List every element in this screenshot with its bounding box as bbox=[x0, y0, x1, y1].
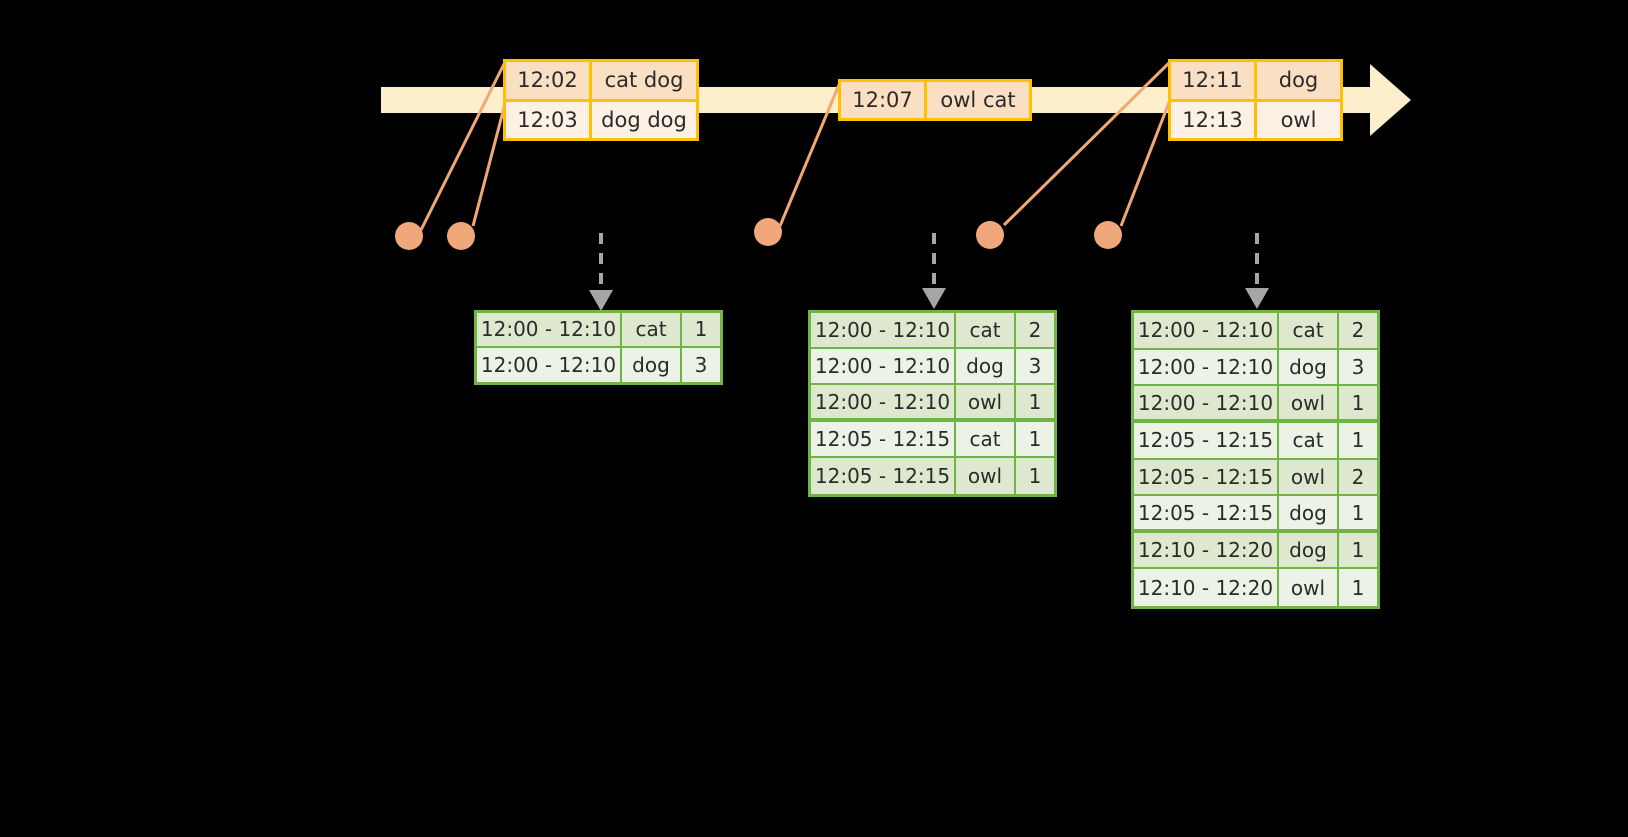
key-cell: dog bbox=[1279, 496, 1339, 529]
count-cell: 3 bbox=[1028, 354, 1042, 379]
connector-dots bbox=[395, 218, 1122, 250]
table-row[interactable]: 12:05 - 12:15 cat 1 bbox=[811, 421, 1054, 458]
event-time: 12:02 bbox=[506, 62, 592, 99]
emit-arrowheads bbox=[589, 288, 1269, 311]
event-row[interactable]: 12:13 owl bbox=[1171, 98, 1340, 138]
connector-dot bbox=[754, 218, 782, 246]
event-box-3[interactable]: 12:11 dog 12:13 owl bbox=[1168, 59, 1343, 141]
count-cell: 3 bbox=[694, 352, 708, 377]
table-row[interactable]: 12:00 - 12:10 owl 1 bbox=[811, 385, 1054, 422]
event-time: 12:03 bbox=[506, 101, 592, 138]
key-cell: owl bbox=[1279, 459, 1339, 495]
result-table-3[interactable]: 12:00 - 12:10 cat 2 12:00 - 12:10 dog 3 … bbox=[1131, 310, 1380, 609]
window-cell: 12:05 - 12:15 bbox=[1134, 422, 1279, 458]
key-cell: cat bbox=[1279, 422, 1339, 458]
event-words: owl bbox=[1280, 107, 1317, 132]
count-cell: 1 bbox=[694, 317, 708, 342]
key-cell: owl bbox=[1279, 569, 1339, 607]
event-words: owl cat bbox=[940, 88, 1016, 112]
table-row[interactable]: 12:00 - 12:10 owl 1 bbox=[1134, 386, 1377, 423]
count-cell: 1 bbox=[1028, 463, 1042, 488]
event-words: dog bbox=[1278, 68, 1319, 93]
table-row[interactable]: 12:10 - 12:20 dog 1 bbox=[1134, 532, 1377, 570]
table-row[interactable]: 12:00 - 12:10 dog 3 bbox=[477, 347, 720, 382]
window-cell: 12:05 - 12:15 bbox=[1134, 459, 1279, 495]
connector-dot bbox=[1094, 221, 1122, 249]
window-cell: 12:00 - 12:10 bbox=[1134, 386, 1279, 419]
event-box-2[interactable]: 12:07 owl cat bbox=[838, 79, 1032, 121]
connector-dot bbox=[395, 222, 423, 250]
table-row[interactable]: 12:00 - 12:10 cat 2 bbox=[811, 313, 1054, 350]
event-words: dog dog bbox=[601, 107, 687, 132]
key-cell: dog bbox=[1279, 349, 1339, 385]
window-cell: 12:00 - 12:10 bbox=[1134, 313, 1279, 348]
table-row[interactable]: 12:00 - 12:10 cat 1 bbox=[477, 313, 720, 348]
event-time: 12:11 bbox=[1171, 62, 1257, 99]
count-cell: 2 bbox=[1351, 318, 1365, 343]
table-row[interactable]: 12:05 - 12:15 owl 1 bbox=[811, 457, 1054, 494]
window-cell: 12:00 - 12:10 bbox=[477, 347, 622, 382]
window-cell: 12:00 - 12:10 bbox=[811, 385, 956, 418]
event-words: cat dog bbox=[604, 68, 684, 93]
result-table-1[interactable]: 12:00 - 12:10 cat 1 12:00 - 12:10 dog 3 bbox=[474, 310, 723, 385]
window-cell: 12:05 - 12:15 bbox=[811, 421, 956, 456]
emit-arrows bbox=[599, 233, 1259, 290]
connector-dot bbox=[976, 221, 1004, 249]
event-row[interactable]: 12:07 owl cat bbox=[841, 82, 1029, 118]
connector-dot bbox=[447, 222, 475, 250]
table-row[interactable]: 12:00 - 12:10 dog 3 bbox=[811, 349, 1054, 386]
event-time: 12:13 bbox=[1171, 101, 1257, 138]
count-cell: 1 bbox=[1351, 575, 1365, 600]
key-cell: owl bbox=[956, 385, 1016, 418]
table-row[interactable]: 12:05 - 12:15 dog 1 bbox=[1134, 496, 1377, 533]
window-cell: 12:05 - 12:15 bbox=[1134, 496, 1279, 529]
key-cell: dog bbox=[956, 349, 1016, 384]
count-cell: 1 bbox=[1028, 426, 1042, 451]
key-cell: owl bbox=[1279, 386, 1339, 419]
table-row[interactable]: 12:05 - 12:15 cat 1 bbox=[1134, 422, 1377, 460]
key-cell: dog bbox=[1279, 532, 1339, 568]
window-cell: 12:00 - 12:10 bbox=[477, 313, 622, 346]
window-cell: 12:10 - 12:20 bbox=[1134, 569, 1279, 607]
event-box-1[interactable]: 12:02 cat dog 12:03 dog dog bbox=[503, 59, 699, 141]
window-cell: 12:00 - 12:10 bbox=[1134, 349, 1279, 385]
count-cell: 1 bbox=[1351, 390, 1365, 415]
key-cell: cat bbox=[956, 421, 1016, 456]
table-row[interactable]: 12:00 - 12:10 cat 2 bbox=[1134, 313, 1377, 350]
event-row[interactable]: 12:03 dog dog bbox=[506, 98, 696, 138]
count-cell: 1 bbox=[1351, 500, 1365, 525]
window-cell: 12:10 - 12:20 bbox=[1134, 532, 1279, 568]
event-row[interactable]: 12:11 dog bbox=[1171, 62, 1340, 99]
count-cell: 2 bbox=[1351, 464, 1365, 489]
table-row[interactable]: 12:10 - 12:20 owl 1 bbox=[1134, 569, 1377, 607]
table-row[interactable]: 12:05 - 12:15 owl 2 bbox=[1134, 459, 1377, 497]
key-cell: owl bbox=[956, 457, 1016, 494]
event-row[interactable]: 12:02 cat dog bbox=[506, 62, 696, 99]
key-cell: cat bbox=[1279, 313, 1339, 348]
count-cell: 1 bbox=[1028, 389, 1042, 414]
event-time: 12:07 bbox=[841, 82, 927, 118]
key-cell: dog bbox=[622, 347, 682, 382]
count-cell: 1 bbox=[1351, 428, 1365, 453]
key-cell: cat bbox=[956, 313, 1016, 348]
window-cell: 12:05 - 12:15 bbox=[811, 457, 956, 494]
result-table-2[interactable]: 12:00 - 12:10 cat 2 12:00 - 12:10 dog 3 … bbox=[808, 310, 1057, 497]
window-cell: 12:00 - 12:10 bbox=[811, 313, 956, 348]
count-cell: 2 bbox=[1028, 318, 1042, 343]
count-cell: 1 bbox=[1351, 538, 1365, 563]
count-cell: 3 bbox=[1351, 354, 1365, 379]
key-cell: cat bbox=[622, 313, 682, 346]
window-cell: 12:00 - 12:10 bbox=[811, 349, 956, 384]
table-row[interactable]: 12:00 - 12:10 dog 3 bbox=[1134, 349, 1377, 387]
